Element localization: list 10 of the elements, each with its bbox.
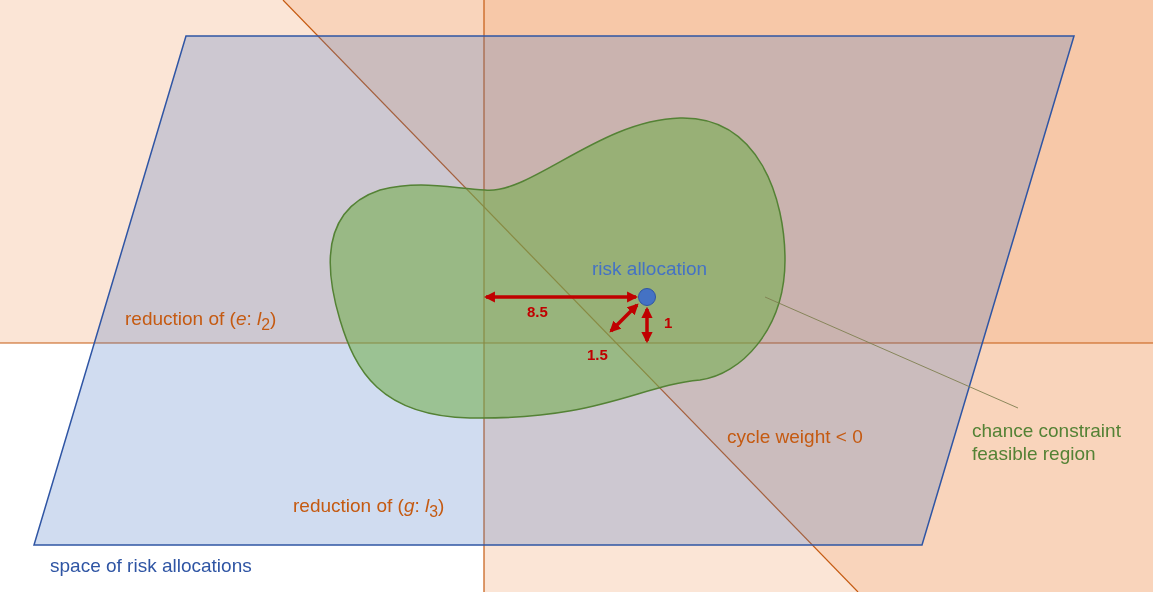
dimension-label: 8.5: [527, 303, 548, 321]
line-label: cycle weight < 0: [727, 426, 863, 449]
leader-line: [764, 296, 1019, 409]
dimension-label: 1: [664, 314, 673, 332]
line-label: reduction of (g: l$_{3}$): [293, 495, 445, 522]
line-label: reduction of (e: l$_{2}$): [125, 308, 277, 335]
node-label: risk allocation: [592, 258, 708, 281]
node-label: space of risk allocations: [50, 555, 252, 578]
dimension-label: 1.5: [587, 346, 608, 364]
node-label: chance constraint feasible region: [972, 420, 1122, 466]
